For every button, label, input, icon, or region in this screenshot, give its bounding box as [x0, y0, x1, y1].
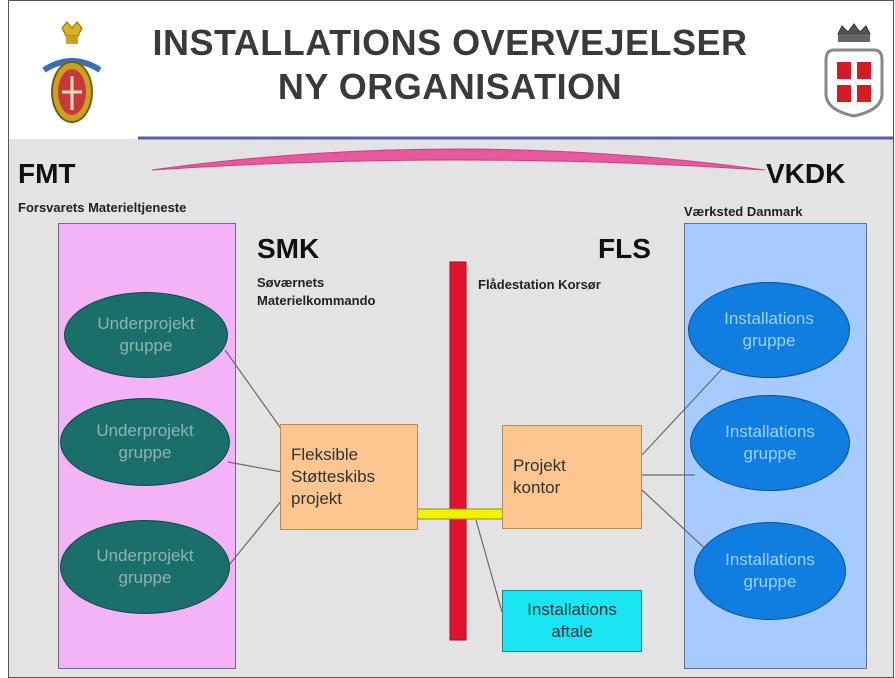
- connector-left-2: [227, 461, 283, 473]
- header-area: [9, 1, 893, 139]
- right-org-abbr: VKDK: [766, 158, 846, 189]
- left-group-2-line-2: gruppe: [118, 443, 172, 462]
- fls-name: Flådestation Korsør: [478, 277, 601, 292]
- left-group-2: Underprojekt gruppe: [60, 398, 230, 486]
- title-line-2: NY ORGANISATION: [277, 66, 623, 107]
- left-group-3-line-2: gruppe: [118, 568, 172, 587]
- left-group-3: Underprojekt gruppe: [60, 520, 230, 614]
- smk-line-1: Søværnets: [257, 275, 325, 290]
- right-group-3-line-2: gruppe: [743, 572, 797, 591]
- center-left-box-line-1: Fleksible: [291, 445, 359, 464]
- separator-bar: [449, 261, 467, 641]
- center-left-box-line-3: projekt: [291, 489, 343, 508]
- left-group-3-line-1: Underprojekt: [96, 546, 194, 565]
- connector-left-3: [224, 499, 283, 571]
- crown-shield-logo: [824, 23, 884, 118]
- smk-abbr: SMK: [257, 233, 320, 264]
- right-group-2-line-1: Installations: [725, 422, 815, 441]
- left-group-1-line-1: Underprojekt: [97, 314, 195, 333]
- title-line-1: INSTALLATIONS OVERVEJELSER: [152, 22, 748, 63]
- center-right-box-line-2: kontor: [513, 478, 561, 497]
- center-right-box-line-1: Projekt: [513, 456, 566, 475]
- connector-agreement: [475, 519, 503, 613]
- agreement-box-line-1: Installations: [527, 600, 617, 619]
- right-org-name: Værksted Danmark: [684, 204, 803, 219]
- center-right-box: Projekt kontor: [502, 425, 642, 529]
- connector-right-1: [641, 354, 736, 456]
- left-org-name: Forsvarets Materieltjeneste: [18, 200, 187, 215]
- right-group-3: Installations gruppe: [694, 522, 846, 620]
- left-group-1: Underprojekt gruppe: [64, 292, 228, 378]
- connector-left-1: [224, 349, 283, 431]
- smk-line-2: Materielkommando: [257, 293, 376, 308]
- right-group-2: Installations gruppe: [690, 395, 850, 491]
- agreement-box: Installations aftale: [502, 590, 642, 652]
- right-group-1-line-1: Installations: [724, 309, 814, 328]
- navy-crest-logo: [42, 21, 102, 123]
- right-group-1: Installations gruppe: [688, 282, 850, 378]
- slide-border: [8, 0, 894, 678]
- left-group-2-line-1: Underprojekt: [96, 421, 194, 440]
- right-group-1-line-2: gruppe: [742, 331, 796, 350]
- agreement-box-line-2: aftale: [551, 622, 593, 641]
- center-left-box-line-2: Støtteskibs: [291, 467, 376, 486]
- fls-abbr: FLS: [598, 233, 651, 264]
- right-group-2-line-2: gruppe: [743, 444, 797, 463]
- connection-arc: [151, 148, 766, 171]
- center-left-box: Fleksible Støtteskibs projekt: [280, 424, 418, 530]
- right-group-3-line-1: Installations: [725, 550, 815, 569]
- left-org-abbr: FMT: [18, 158, 76, 189]
- left-group-1-line-2: gruppe: [119, 336, 173, 355]
